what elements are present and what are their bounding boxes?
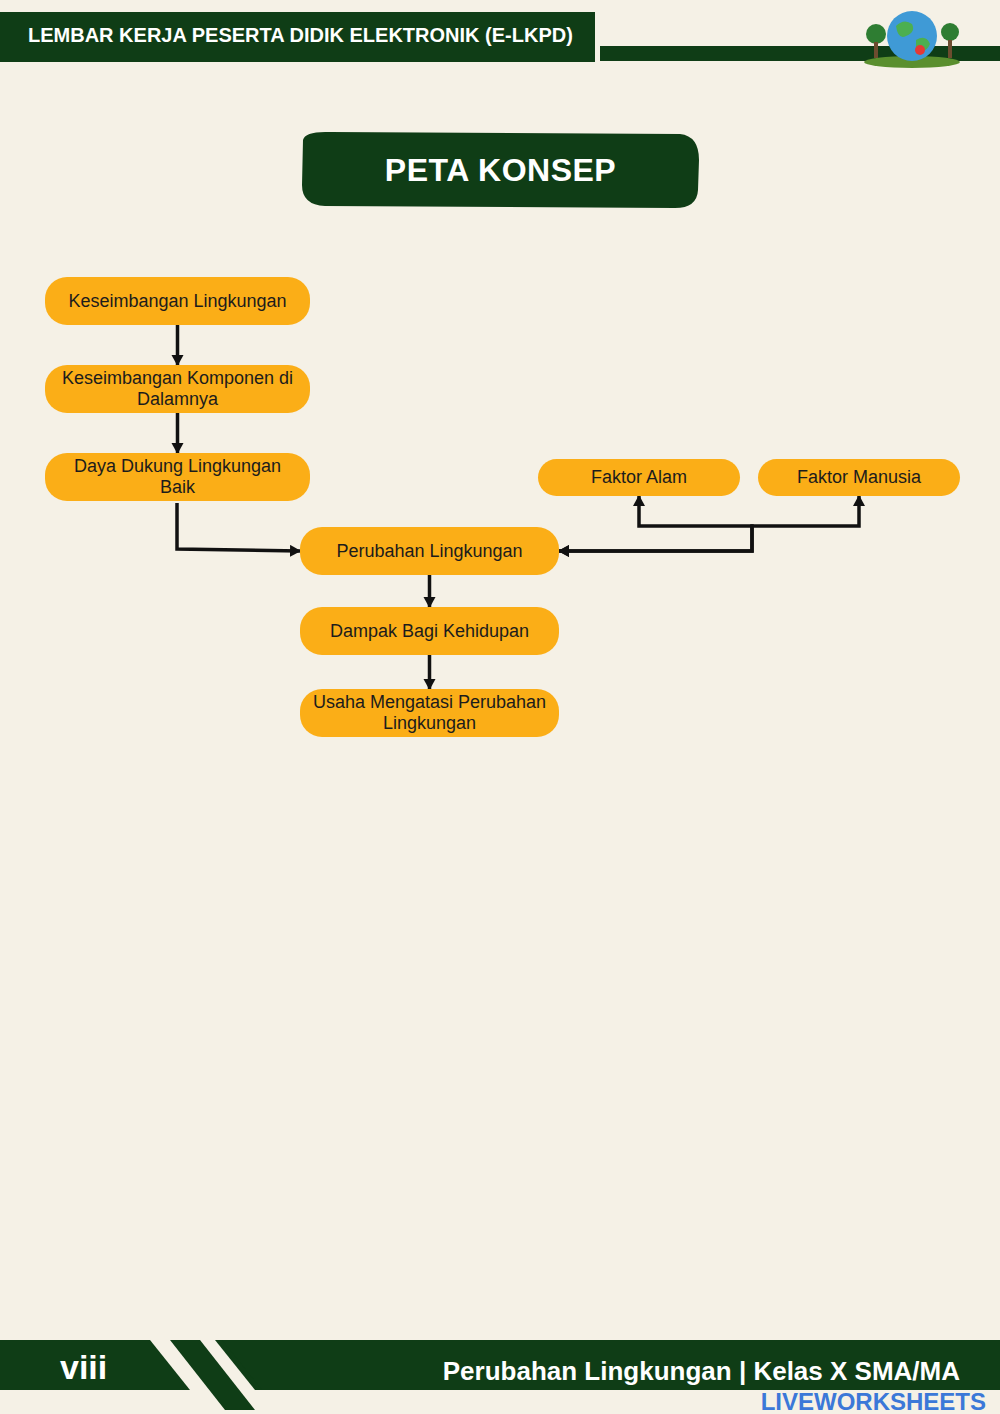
header-text: LEMBAR KERJA PESERTA DIDIK ELEKTRONIK (E… xyxy=(28,24,573,47)
concept-box: Dampak Bagi Kehidupan xyxy=(300,607,559,655)
footer-text: Perubahan Lingkungan | Kelas X SMA/MA xyxy=(443,1356,960,1387)
concept-text: Daya Dukung Lingkungan Baik xyxy=(55,456,300,497)
title-text: PETA KONSEP xyxy=(385,152,616,189)
concept-box: Keseimbangan Komponen di Dalamnya xyxy=(45,365,310,413)
arrow-connector xyxy=(559,496,752,551)
concept-text: Faktor Manusia xyxy=(797,467,921,488)
concept-text: Faktor Alam xyxy=(591,467,687,488)
arrow-connector xyxy=(176,413,180,453)
title-holder: PETA KONSEP xyxy=(301,131,700,209)
watermark: LIVEWORKSHEETS xyxy=(761,1388,986,1414)
concept-box: Faktor Manusia xyxy=(758,459,960,496)
arrow-connector xyxy=(559,496,859,551)
concept-box: Daya Dukung Lingkungan Baik xyxy=(45,453,310,501)
header-bar xyxy=(0,12,595,62)
arrow-connector xyxy=(177,503,300,551)
concept-text: Dampak Bagi Kehidupan xyxy=(330,621,529,642)
logo-illustration xyxy=(864,11,960,68)
concept-box: Usaha Mengatasi Perubahan Lingkungan xyxy=(300,689,559,737)
arrow-connector xyxy=(176,325,180,365)
concept-text: Keseimbangan Lingkungan xyxy=(68,291,286,312)
concept-text: Perubahan Lingkungan xyxy=(336,541,522,562)
concept-text: Keseimbangan Komponen di Dalamnya xyxy=(55,368,300,409)
page-number: viii xyxy=(60,1348,107,1387)
arrow-connector xyxy=(428,575,432,607)
concept-box: Faktor Alam xyxy=(538,459,740,496)
arrow-connector xyxy=(428,655,432,689)
concept-box: Keseimbangan Lingkungan xyxy=(45,277,310,325)
concept-text: Usaha Mengatasi Perubahan Lingkungan xyxy=(310,692,549,733)
title-band xyxy=(302,132,699,208)
concept-box: Perubahan Lingkungan xyxy=(300,527,559,575)
